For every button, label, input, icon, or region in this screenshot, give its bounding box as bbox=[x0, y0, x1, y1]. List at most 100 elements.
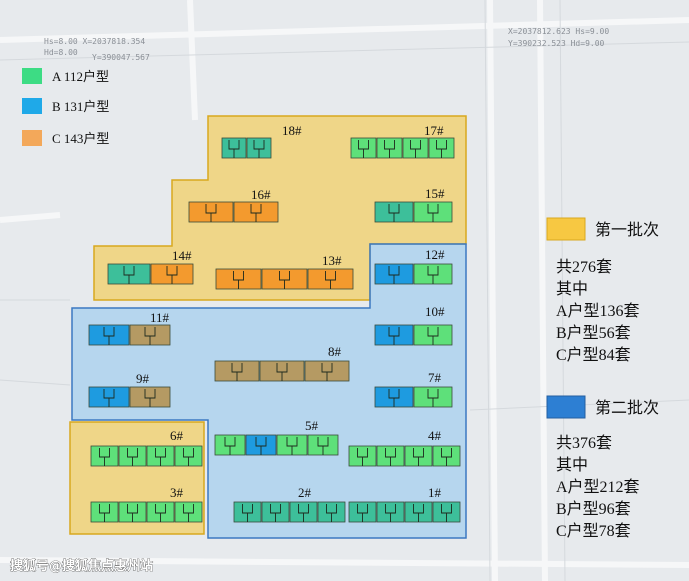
building-label: 13# bbox=[322, 253, 342, 268]
building-3[interactable]: 3# bbox=[90, 485, 203, 523]
unit-core-detail bbox=[233, 271, 244, 289]
phase-2-subheading: 其中 bbox=[556, 456, 588, 474]
phase-1-type-c: C户型84套 bbox=[556, 346, 631, 364]
unit-core-detail bbox=[99, 504, 110, 522]
coord-label-4: X=2037812.623 Hs=9.00 bbox=[508, 27, 609, 36]
legend-label-a: A 112户型 bbox=[52, 69, 109, 84]
unit-core-detail bbox=[183, 504, 194, 522]
phase-2-info: 第二批次 共376套 其中 A户型212套 B户型96套 C户型78套 bbox=[546, 395, 659, 540]
building-2[interactable]: 2# bbox=[233, 485, 346, 523]
unit-core-detail bbox=[123, 266, 135, 284]
unit-core-detail bbox=[388, 389, 400, 407]
unit-core-detail bbox=[279, 271, 290, 289]
unit-core-detail bbox=[127, 448, 138, 466]
unit-core-detail bbox=[155, 448, 166, 466]
building-label: 1# bbox=[428, 485, 442, 500]
building-label: 12# bbox=[425, 247, 445, 262]
building-11[interactable]: 11# bbox=[88, 310, 171, 346]
unit-core-detail bbox=[385, 448, 396, 466]
building-label: 11# bbox=[150, 310, 170, 325]
building-4[interactable]: 4# bbox=[348, 428, 461, 467]
phase-1-label: 第一批次 bbox=[595, 221, 659, 239]
unit-core-detail bbox=[250, 204, 262, 222]
unit-core-detail bbox=[317, 437, 329, 455]
unit-core-detail bbox=[358, 140, 369, 158]
unit-core-detail bbox=[144, 327, 156, 345]
unit-core-detail bbox=[99, 448, 110, 466]
building-label: 16# bbox=[251, 187, 271, 202]
unit-core-detail bbox=[144, 389, 156, 407]
building-16[interactable]: 16# bbox=[188, 187, 279, 223]
building-12[interactable]: 12# bbox=[374, 247, 453, 285]
unit-core-detail bbox=[127, 504, 138, 522]
phase-2-type-c: C户型78套 bbox=[556, 522, 631, 540]
unit-core-detail bbox=[357, 448, 368, 466]
legend-swatch-a bbox=[22, 68, 42, 84]
building-label: 14# bbox=[172, 248, 192, 263]
phase-1-type-b: B户型56套 bbox=[556, 324, 631, 342]
phase-1-info: 第一批次 共276套 其中 A户型136套 B户型56套 C户型84套 bbox=[546, 217, 659, 364]
unit-core-detail bbox=[321, 363, 333, 381]
building-label: 5# bbox=[305, 418, 319, 433]
unit-core-detail bbox=[413, 504, 424, 522]
unit-core-detail bbox=[242, 504, 253, 522]
building-label: 3# bbox=[170, 485, 184, 500]
unit-core-detail bbox=[413, 448, 424, 466]
building-6[interactable]: 6# bbox=[90, 428, 203, 467]
unit-core-detail bbox=[385, 504, 396, 522]
unit-core-detail bbox=[224, 437, 236, 455]
unit-core-detail bbox=[436, 140, 447, 158]
unit-core-detail bbox=[441, 504, 452, 522]
unit-core-detail bbox=[205, 204, 217, 222]
building-label: 6# bbox=[170, 428, 184, 443]
unit-core-detail bbox=[155, 504, 166, 522]
building-label: 4# bbox=[428, 428, 442, 443]
coord-label-1: Hs=8.00 X=2037818.354 bbox=[44, 37, 145, 46]
building-18[interactable]: 18# bbox=[221, 123, 302, 159]
phase-2-swatch bbox=[546, 395, 586, 419]
building-label: 15# bbox=[425, 186, 445, 201]
building-label: 18# bbox=[282, 123, 302, 138]
unit-type-legend: A 112户型 B 131户型 C 143户型 bbox=[22, 68, 109, 146]
unit-core-detail bbox=[357, 504, 368, 522]
unit-core-detail bbox=[298, 504, 309, 522]
phase-2-type-b: B户型96套 bbox=[556, 500, 631, 518]
unit-core-detail bbox=[276, 363, 288, 381]
phase-1-subheading: 其中 bbox=[556, 280, 588, 298]
building-label: 7# bbox=[428, 370, 442, 385]
building-15[interactable]: 15# bbox=[374, 186, 453, 223]
coord-label-3: Y=390047.567 bbox=[92, 53, 150, 62]
unit-core-detail bbox=[231, 363, 243, 381]
unit-core-detail bbox=[384, 140, 395, 158]
coord-label-2: Hd=8.00 bbox=[44, 48, 78, 57]
building-5[interactable]: 5# bbox=[214, 418, 339, 456]
coord-label-5: Y=390232.523 Hd=9.00 bbox=[508, 39, 605, 48]
building-1[interactable]: 1# bbox=[348, 485, 461, 523]
unit-core-detail bbox=[427, 204, 439, 222]
unit-core-detail bbox=[166, 266, 178, 284]
building-7[interactable]: 7# bbox=[374, 370, 453, 408]
unit-core-detail bbox=[270, 504, 281, 522]
unit-core-detail bbox=[441, 448, 452, 466]
building-9[interactable]: 9# bbox=[88, 371, 171, 408]
building-14[interactable]: 14# bbox=[107, 248, 194, 285]
building-label: 2# bbox=[298, 485, 312, 500]
building-8[interactable]: 8# bbox=[214, 344, 350, 382]
unit-core-detail bbox=[255, 437, 267, 455]
building-17[interactable]: 17# bbox=[350, 123, 455, 159]
unit-core-detail bbox=[410, 140, 421, 158]
building-13[interactable]: 13# bbox=[215, 253, 354, 290]
building-10[interactable]: 10# bbox=[374, 304, 453, 346]
legend-label-c: C 143户型 bbox=[52, 131, 109, 146]
unit-core-detail bbox=[326, 504, 337, 522]
building-label: 9# bbox=[136, 371, 150, 386]
watermark: 搜狐号@搜狐焦点惠州站 bbox=[10, 558, 153, 574]
unit-core-detail bbox=[103, 327, 115, 345]
unit-core-detail bbox=[253, 140, 265, 158]
building-label: 8# bbox=[328, 344, 342, 359]
phase-2-label: 第二批次 bbox=[595, 399, 659, 417]
unit-core-detail bbox=[325, 271, 336, 289]
